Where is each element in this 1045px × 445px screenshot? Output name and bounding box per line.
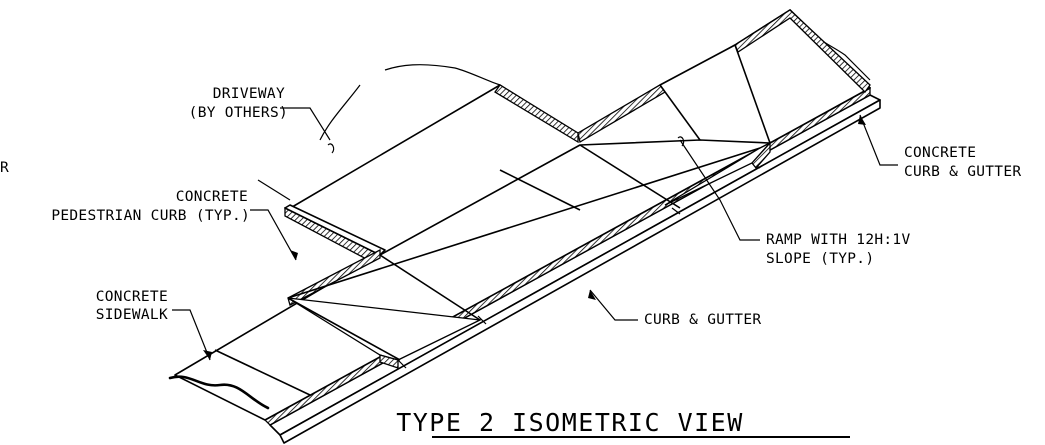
annotations: DRIVEWAY (BY OTHERS) CONCRETE PEDESTRIAN…	[0, 86, 1021, 328]
curb-gutter-right-label-2: CURB & GUTTER	[904, 164, 1021, 180]
ramp-label-2: SLOPE (TYP.)	[766, 251, 874, 267]
leaders	[172, 107, 898, 361]
ped-curb-label-2: PEDESTRIAN CURB (TYP.)	[51, 208, 250, 224]
sidewalk-joints	[214, 44, 771, 396]
curb-gutter-right-label-1: CONCRETE	[904, 145, 976, 161]
title-text: TYPE 2 ISOMETRIC VIEW	[396, 408, 744, 437]
curb-gutter-bottom-label: CURB & GUTTER	[644, 312, 761, 328]
pedestrian-curbs	[284, 9, 871, 306]
driveway-label-2: (BY OTHERS)	[189, 105, 288, 121]
ped-curb-label-1: CONCRETE	[176, 189, 248, 205]
view-title: TYPE 2 ISOMETRIC VIEW	[396, 408, 850, 438]
ramps	[287, 141, 771, 369]
ramp-label-1: RAMP WITH 12H:1V	[766, 232, 910, 248]
driveway-label-1: DRIVEWAY	[213, 86, 285, 102]
sidewalk-label-2: SIDEWALK	[96, 307, 168, 323]
sidewalk-label-1: CONCRETE	[96, 289, 168, 305]
edge-fragment-text: R	[0, 160, 9, 176]
